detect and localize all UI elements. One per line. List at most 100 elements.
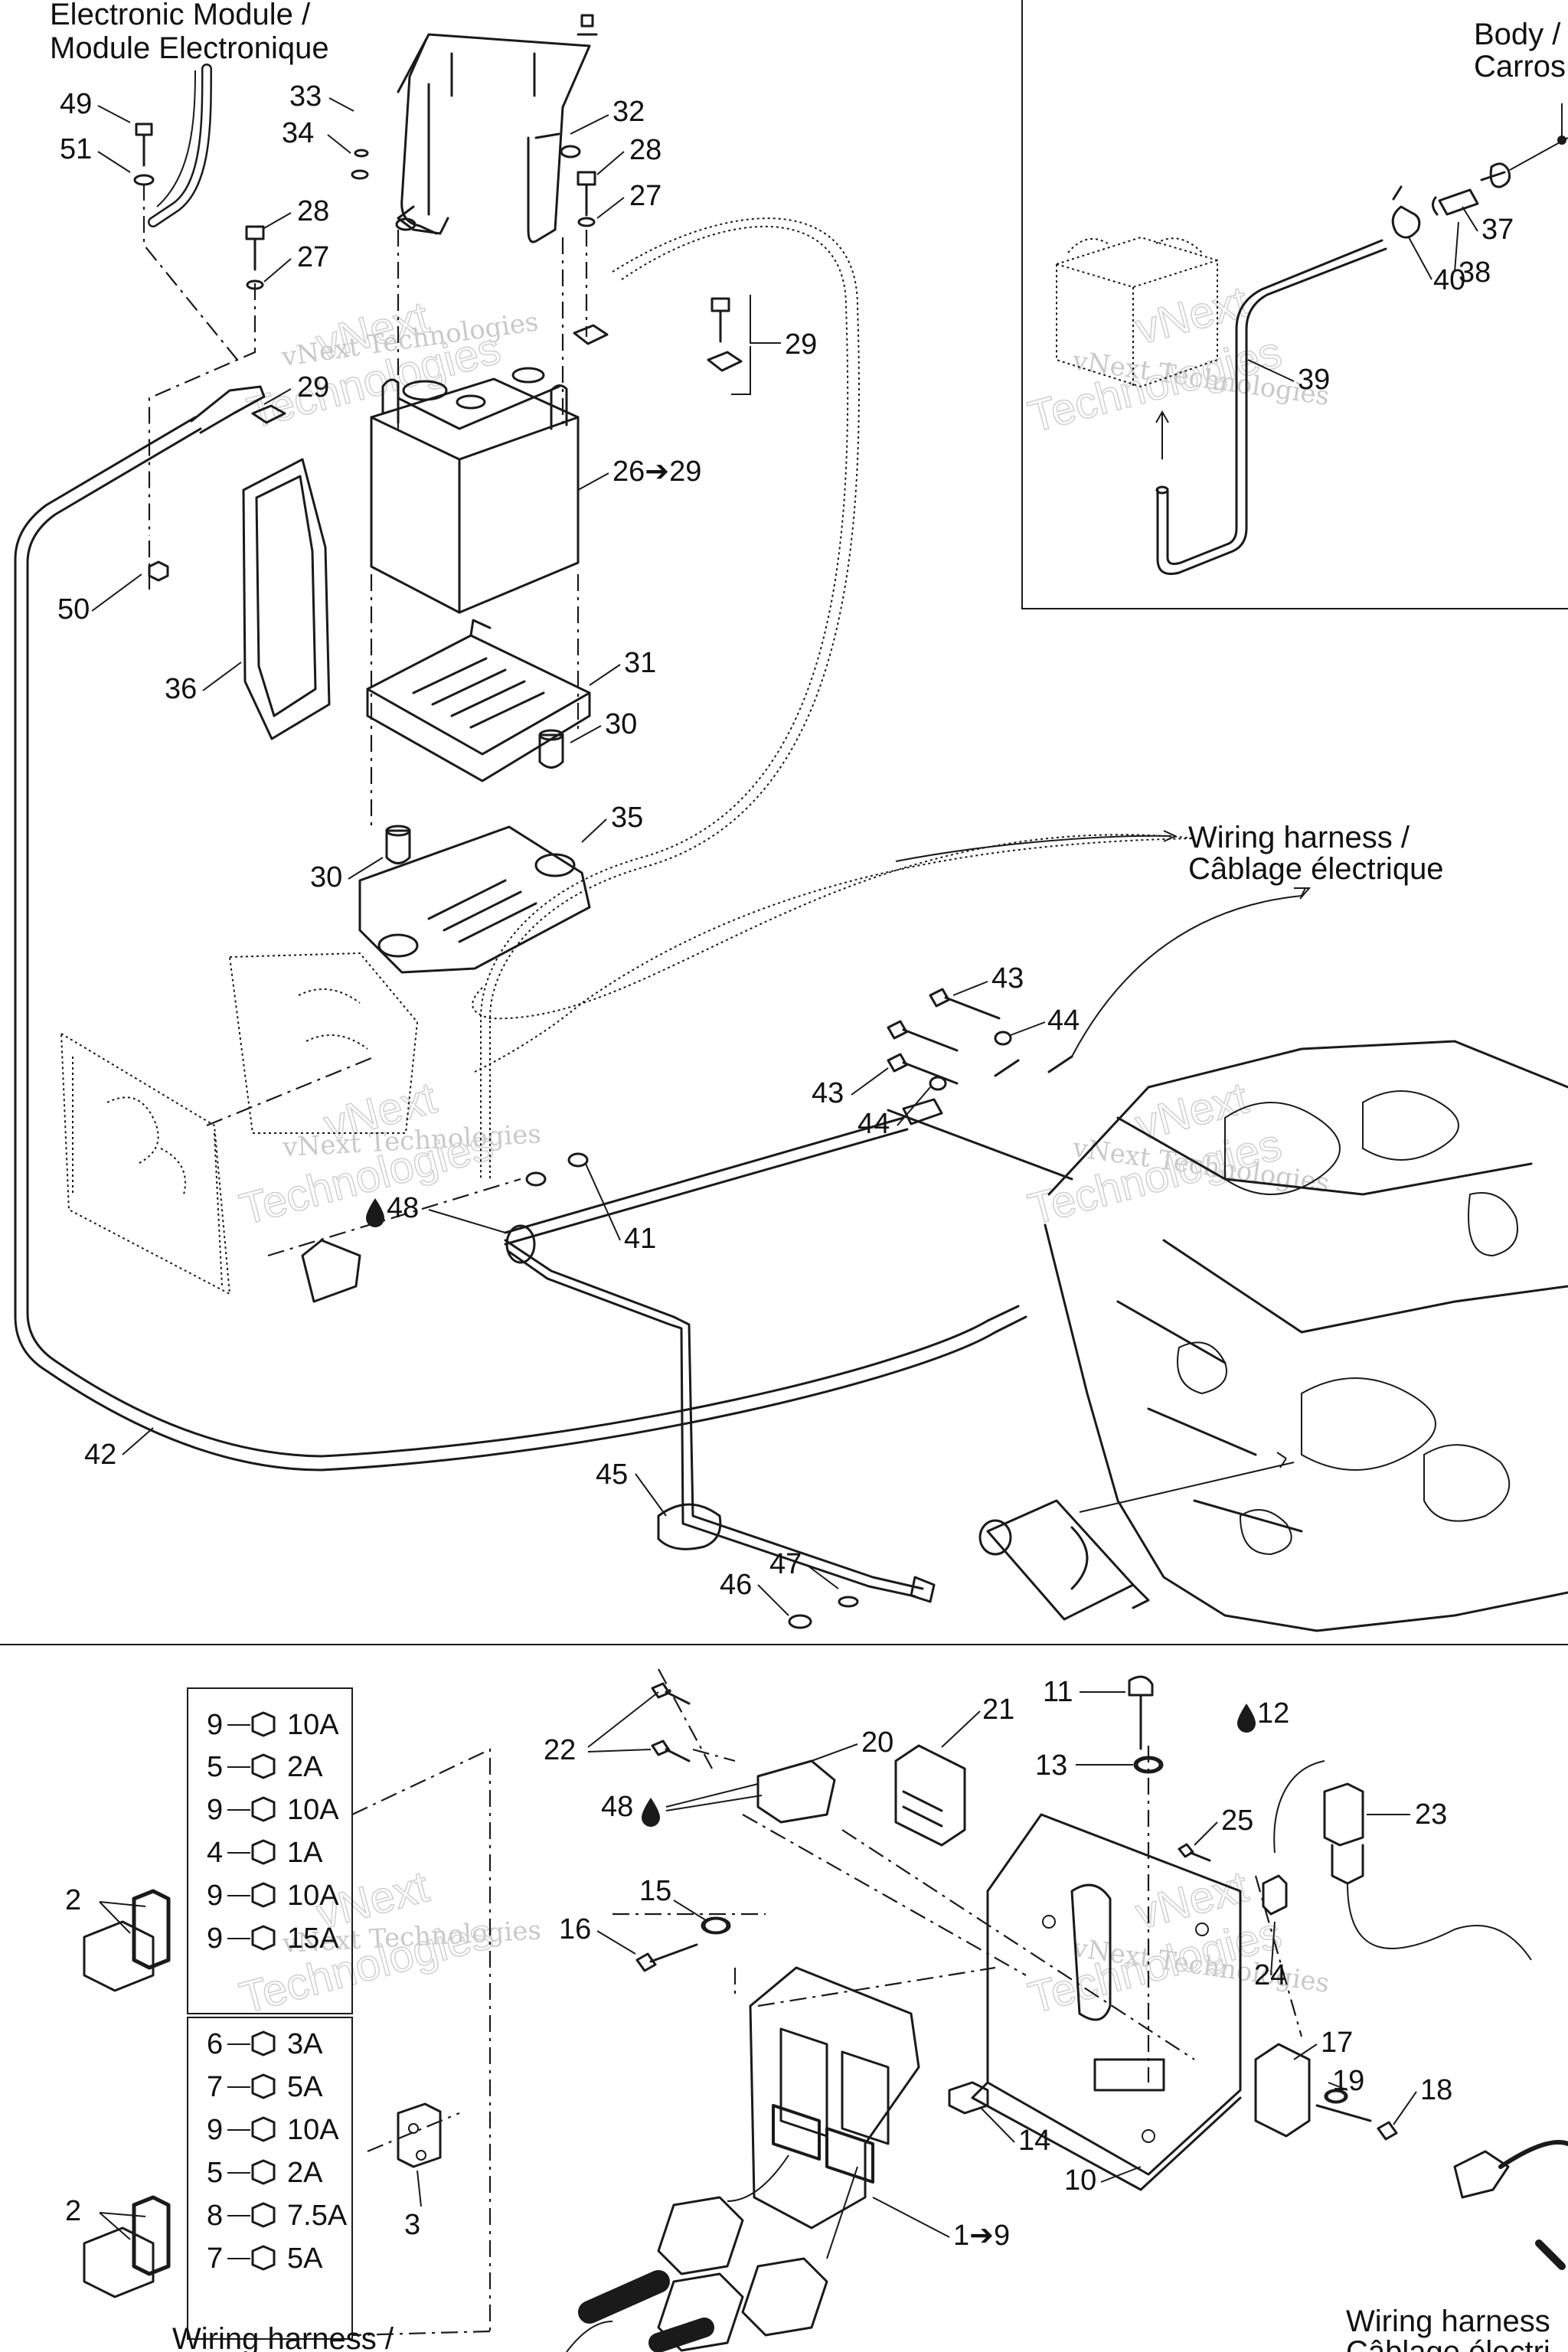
ecu-module	[749, 1966, 920, 2230]
screw	[133, 14, 743, 582]
engine	[1044, 1040, 1568, 1632]
fuse-slot: 7	[207, 2243, 223, 2275]
part-number-25: 25	[1221, 1805, 1253, 1837]
part-number-48b: 48	[601, 1791, 633, 1823]
fuse-slot: 5	[207, 1751, 223, 1783]
harness-wire	[472, 834, 1195, 1020]
fuse-box-2	[187, 2017, 353, 2340]
battery	[370, 367, 580, 614]
liquid-drop-icon	[366, 1198, 1256, 1827]
callout-wiring-harness-br-en: Wiring harness	[1346, 2305, 1550, 2338]
callout-wiring-harness-bottom: Wiring harness /	[172, 2322, 394, 2352]
callout-wiring-harness-br-fr: Câblage électri	[1346, 2335, 1550, 2352]
module-plate	[60, 952, 419, 1303]
part-number-49: 49	[60, 88, 92, 120]
callout-body-en: Body /	[1474, 18, 1561, 51]
battery-tray	[366, 619, 591, 782]
part-number-20: 20	[861, 1726, 893, 1759]
part-number-2a: 2	[65, 1884, 81, 1916]
callout-electronic-module-fr: Module Electronique	[50, 31, 329, 65]
fuse-slot: 8	[207, 2200, 223, 2232]
cable-route	[1079, 1462, 1295, 1513]
part-number-46: 46	[720, 1569, 752, 1601]
part-number-47: 47	[769, 1548, 802, 1580]
part-number-29b: 29	[297, 371, 329, 403]
part-number-30b: 30	[310, 861, 342, 893]
positive-cable	[504, 1098, 943, 1603]
part-number-36: 36	[165, 673, 197, 705]
fuse-rating: 10A	[287, 1794, 339, 1826]
fuse-icon	[227, 1711, 276, 2271]
fuse-slot: 9	[207, 1794, 223, 1826]
part-number-45: 45	[596, 1459, 628, 1491]
starter-motor	[978, 1499, 1150, 1621]
fuse-slot: 9	[207, 2114, 223, 2146]
washer	[701, 1756, 1348, 2104]
part-number-16: 16	[559, 1913, 591, 1945]
part-number-15: 15	[639, 1875, 671, 1907]
fuse-slot: 9	[207, 1880, 223, 1912]
part-number-33: 33	[289, 80, 322, 113]
fuse-slot: 9	[207, 1922, 223, 1955]
sensor	[1254, 2043, 1311, 2138]
fuse-rating: 10A	[287, 1709, 339, 1741]
alignment-lines	[351, 1668, 1303, 2337]
callout-body-fr: Carros	[1474, 50, 1566, 83]
part-number-32: 32	[612, 96, 645, 128]
part-number-39: 39	[1298, 364, 1330, 396]
fuse-slot: 6	[207, 2028, 223, 2060]
part-number-43a: 43	[991, 962, 1024, 995]
cable-lug	[190, 385, 266, 434]
module-bracket	[971, 1813, 1242, 2191]
fuse-box-1	[187, 1687, 353, 2014]
cable-route	[887, 1109, 1073, 1181]
part-number-51: 51	[60, 133, 92, 165]
fuse-rating: 7.5A	[287, 2200, 348, 2232]
part-number-44a: 44	[1047, 1004, 1080, 1037]
part-number-13: 13	[1035, 1749, 1067, 1782]
battery-bracket	[395, 33, 591, 243]
clip	[948, 2081, 989, 2115]
part-number-28a: 28	[297, 195, 329, 227]
part-number-43b: 43	[812, 1077, 844, 1109]
bushing	[385, 729, 564, 864]
callout-electronic-module-en: Electronic Module /	[50, 0, 311, 31]
part-number-26: 26➔29	[612, 456, 701, 488]
part-number-44b: 44	[858, 1108, 890, 1140]
part-number-1-9: 1➔9	[953, 2220, 1010, 2252]
part-number-11: 11	[1043, 1676, 1073, 1708]
fuse-slot: 9	[207, 1709, 223, 1741]
part-number-12: 12	[1257, 1697, 1289, 1730]
fuse-rating: 2A	[287, 1751, 323, 1783]
part-number-24: 24	[1254, 1959, 1286, 1991]
leader-lines	[91, 97, 1478, 2240]
fuse-rating: 10A	[287, 2114, 339, 2146]
vent-tube-inset	[1021, 0, 1568, 609]
fuse-holder	[83, 1889, 171, 2298]
battery-pad	[242, 458, 331, 740]
part-number-37: 37	[1481, 214, 1514, 246]
part-number-2b: 2	[65, 2195, 81, 2227]
fuse-rating: 1A	[287, 1837, 323, 1869]
callout-arrow	[1071, 887, 1306, 1057]
part-number-14: 14	[1018, 2125, 1050, 2157]
part-number-41: 41	[624, 1223, 656, 1255]
callout-wiring-harness-fr: Câblage électrique	[1188, 852, 1444, 886]
part-number-10: 10	[1064, 2164, 1096, 2197]
harness-plug	[566, 2154, 858, 2352]
part-number-42: 42	[84, 1439, 116, 1471]
clip	[1262, 1874, 1288, 1916]
part-number-19: 19	[1332, 2065, 1364, 2097]
part-number-48: 48	[387, 1192, 419, 1224]
part-number-27b: 27	[629, 180, 662, 212]
part-number-30a: 30	[605, 708, 637, 740]
ground-cable	[14, 416, 1027, 1472]
fuse-slot: 4	[207, 1837, 223, 1869]
alignment-lines	[142, 184, 588, 1257]
callout-wiring-harness-en: Wiring harness /	[1188, 821, 1410, 854]
part-number-31: 31	[624, 647, 656, 679]
part-number-3: 3	[404, 2209, 420, 2241]
part-number-38: 38	[1459, 256, 1491, 289]
sensor-connector	[1273, 1760, 1532, 1961]
